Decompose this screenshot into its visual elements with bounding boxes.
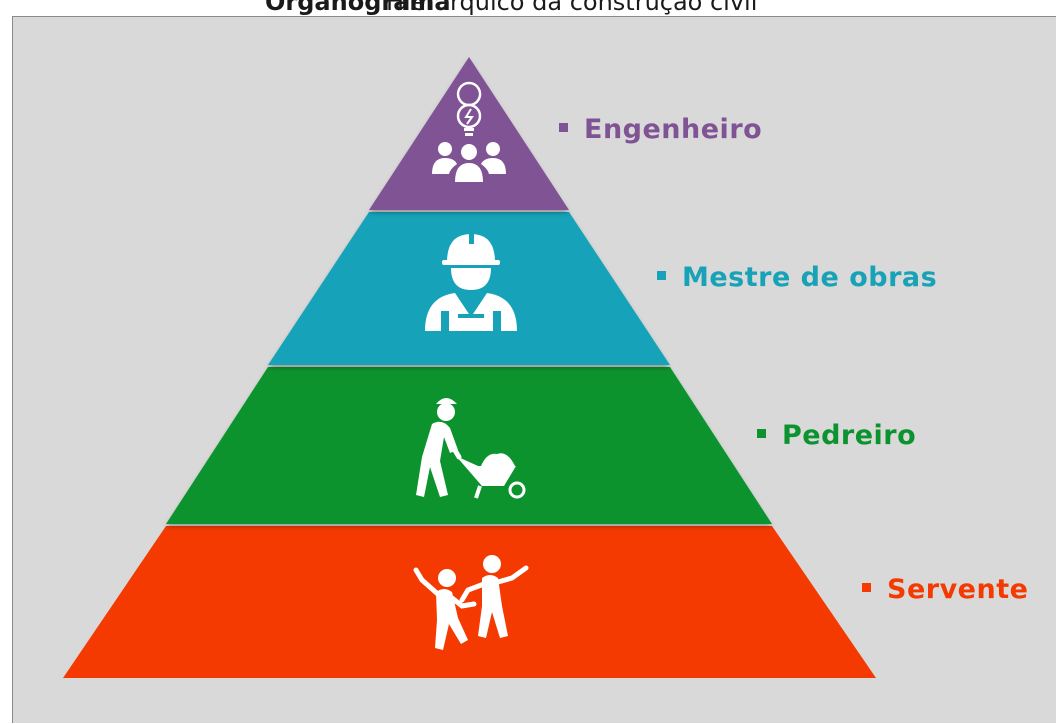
level-label-text: Mestre de obras bbox=[682, 262, 938, 293]
pyramid-level-servente bbox=[63, 526, 876, 678]
level-label-text: Servente bbox=[887, 574, 1029, 605]
level-label-servente: Servente bbox=[862, 574, 1028, 606]
team-lightbulb-icon bbox=[432, 81, 506, 182]
bullet-icon bbox=[757, 429, 766, 438]
level-label-text: Pedreiro bbox=[782, 420, 917, 451]
wheelbarrow-worker-icon bbox=[416, 398, 526, 499]
level-label-engenheiro: Engenheiro bbox=[559, 114, 762, 146]
title-bold-part: Organograma bbox=[265, 0, 451, 16]
title-rest: Hierárquico da construção civil bbox=[386, 0, 758, 16]
bullet-icon bbox=[559, 123, 568, 132]
level-label-text: Engenheiro bbox=[584, 114, 763, 145]
level-label-mestre-de-obras: Mestre de obras bbox=[657, 262, 937, 294]
bullet-icon bbox=[862, 583, 871, 592]
hardhat-worker-icon bbox=[425, 234, 517, 331]
pyramid-level-pedreiro bbox=[166, 367, 772, 524]
dancing-workers-icon bbox=[413, 555, 529, 650]
page-title: Organograma Hierárquico da construção ci… bbox=[0, 0, 1057, 16]
bullet-icon bbox=[657, 271, 666, 280]
level-label-pedreiro: Pedreiro bbox=[757, 420, 916, 452]
